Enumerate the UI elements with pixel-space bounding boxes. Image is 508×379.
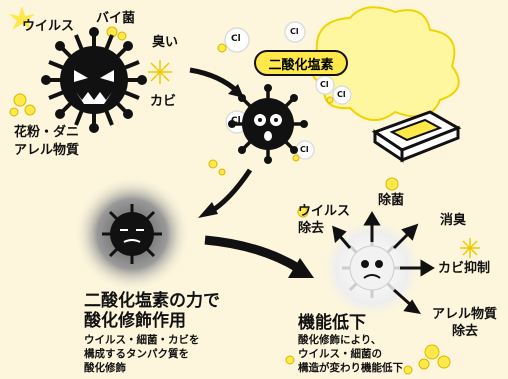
label-disinfection: 除菌	[378, 193, 405, 208]
arrow-2	[208, 168, 253, 215]
pollen-icon	[9, 93, 36, 117]
cl-label: Cl	[337, 90, 346, 99]
evil-virus-icon	[41, 27, 147, 133]
odor-sparkle-icon	[148, 60, 172, 84]
label-virus-removal-2: 除去	[298, 221, 325, 236]
chlorine-dioxide-badge: 二酸化塩素	[254, 50, 348, 76]
oxidation-desc-3: 酸化修飾	[84, 362, 126, 374]
oxidized-virus-icon	[102, 204, 162, 264]
sparkle-icon	[9, 6, 35, 30]
label-deodorize: 消臭	[440, 213, 467, 228]
label-allergen-2: 除去	[452, 324, 479, 339]
cl-label: Cl	[290, 27, 299, 36]
small-virus-icon	[297, 177, 399, 218]
mold-sparkle-icon	[460, 238, 480, 258]
label-virus-removal-1: ウイルス	[298, 204, 351, 219]
function-desc-3: 構造が変わり機能低下	[298, 362, 403, 374]
function-title: 機能低下	[298, 313, 366, 333]
function-desc-2: ウイルス・細菌の	[298, 348, 382, 360]
oxidation-desc-2: 構成するタンパク質を	[84, 348, 189, 360]
label-virus: ウイルス	[22, 19, 75, 34]
label-pollen-1: 花粉・ダニ	[14, 125, 80, 140]
label-mold: カビ	[150, 94, 177, 109]
arrow-1	[189, 67, 240, 94]
cl-label: Cl	[231, 116, 241, 126]
cl-label: Cl	[231, 34, 241, 44]
cl-label: Cl	[300, 145, 309, 154]
label-allergen-1: アレル物質	[432, 307, 498, 322]
function-desc-1: 酸化修飾により、	[298, 334, 382, 346]
label-bacteria: バイ菌	[96, 11, 136, 26]
generator-device	[371, 110, 462, 163]
label-pollen-2: アレル物質	[14, 143, 80, 158]
allergen-icon	[285, 344, 451, 375]
weakened-virus-icon	[342, 238, 402, 298]
cl-label: Cl	[320, 80, 329, 89]
label-odor: 臭い	[152, 35, 179, 50]
arrow-3	[204, 235, 301, 272]
small-bubble-icon	[208, 43, 334, 176]
scared-virus-icon	[228, 84, 308, 164]
effect-arrows	[332, 211, 435, 315]
oxidation-desc-1: ウイルス・細菌・カビを	[84, 334, 200, 346]
oxidation-title-1: 二酸化塩素の力で	[84, 291, 220, 311]
label-mold-control: カビ抑制	[438, 261, 491, 276]
oxidation-title-2: 酸化修飾作用	[84, 311, 186, 331]
